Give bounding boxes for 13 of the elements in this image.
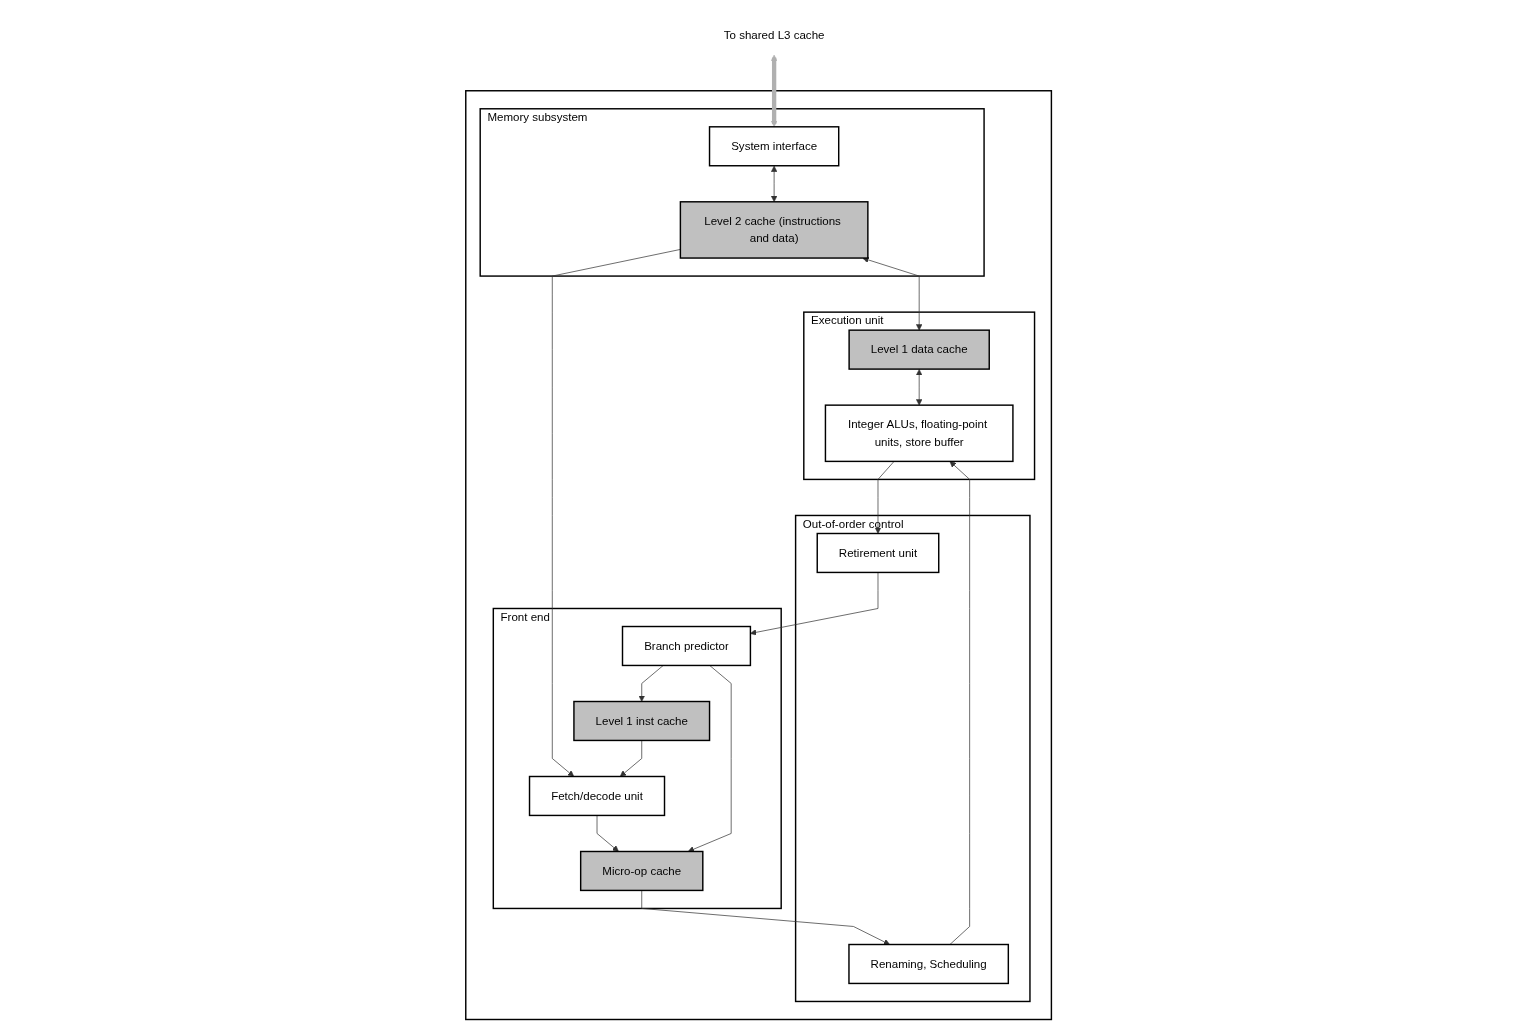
node-box: Level 1 inst cache (573, 701, 711, 742)
node-box: Retirement unit (816, 533, 940, 574)
node-box: Level 2 cache (instructions and data) (680, 201, 869, 260)
node-box: Micro-op cache (580, 851, 704, 892)
node-box: Branch predictor (622, 626, 752, 667)
node-box: Fetch/decode unit (529, 776, 666, 817)
node-text: To shared L3 cache (724, 29, 825, 42)
node-box: System interface (709, 126, 840, 167)
node-box: Integer ALUs, floating-point units, store buffer (825, 404, 1015, 463)
node-box: Level 1 data cache (848, 329, 991, 371)
arrow (771, 55, 778, 128)
node-box: Renaming, Scheduling (848, 944, 1010, 985)
cluster (465, 90, 1053, 1021)
